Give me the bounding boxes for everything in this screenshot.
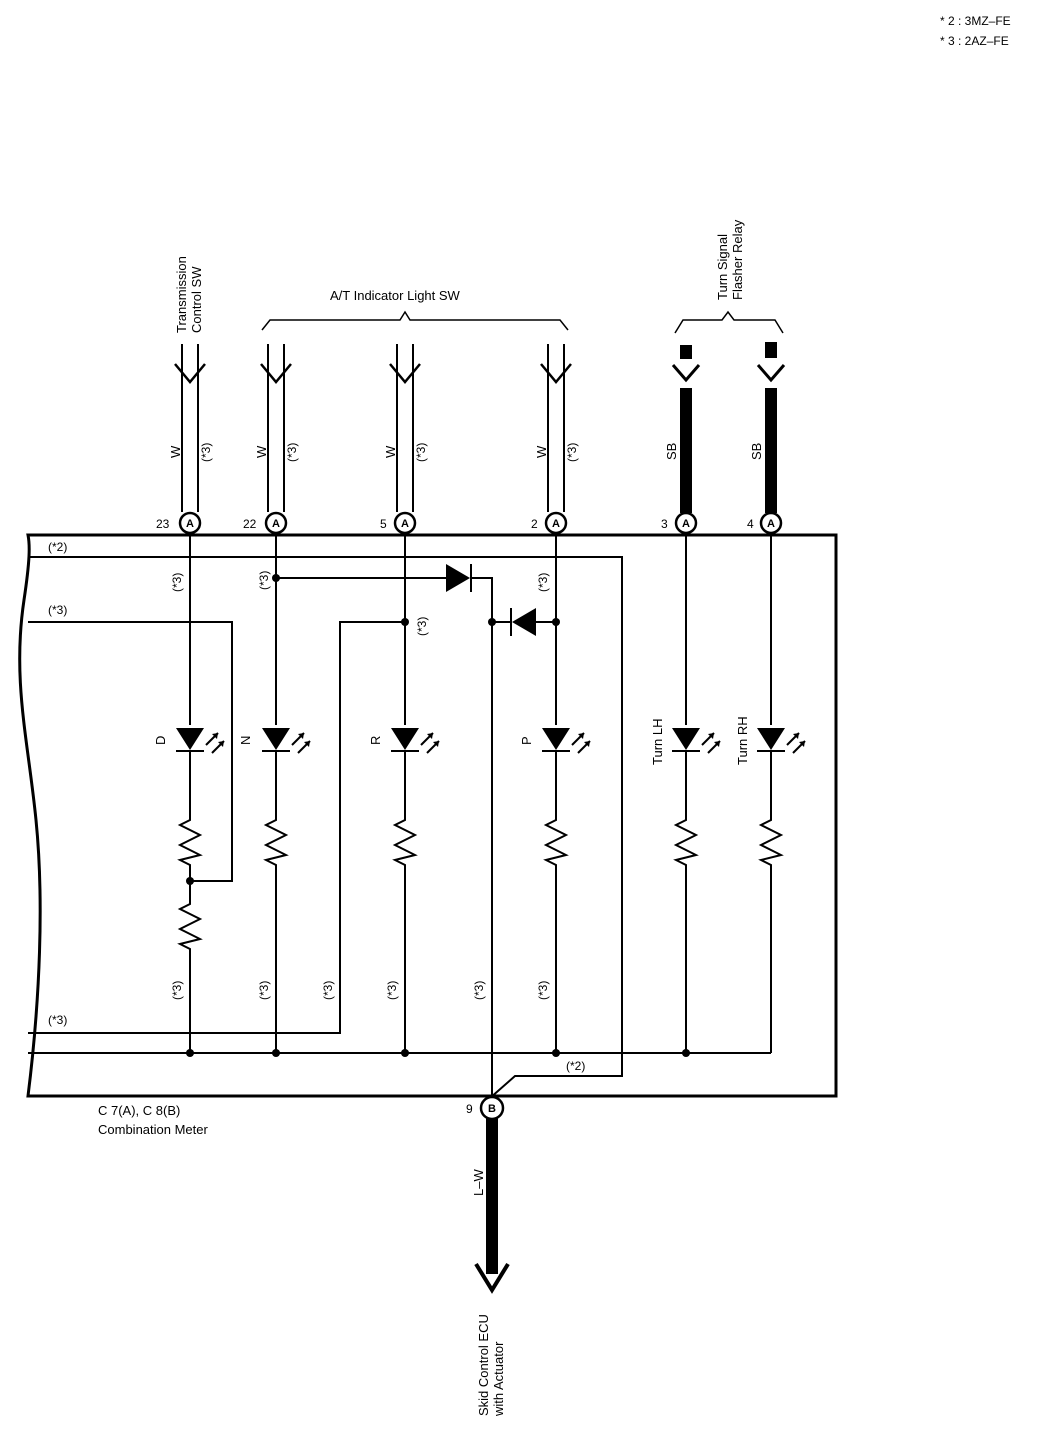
source-turn-signal-flasher-relay: Turn Signal Flasher Relay <box>715 219 745 300</box>
pin-5: A5 <box>380 511 417 535</box>
svg-text:(*3): (*3) <box>48 603 67 617</box>
svg-text:Control SW: Control SW <box>189 266 204 333</box>
svg-text:5: 5 <box>380 517 387 531</box>
source-transmission-control-sw: Transmission Control SW <box>174 256 204 333</box>
connector-pins-a: A23 A22 A5 A2 A3 A4 <box>156 511 783 535</box>
svg-text:(*3): (*3) <box>257 981 271 1000</box>
svg-text:W: W <box>254 445 269 458</box>
svg-text:3: 3 <box>661 517 668 531</box>
meter-name: Combination Meter <box>98 1122 208 1137</box>
svg-text:(*3): (*3) <box>414 443 428 462</box>
pin-2: A2 <box>531 511 568 535</box>
led-r: R <box>368 727 440 754</box>
output-pin-9: B 9 L–W <box>466 1095 510 1294</box>
svg-text:(*3): (*3) <box>285 443 299 462</box>
led-n: N <box>238 727 311 754</box>
svg-text:A: A <box>272 518 280 530</box>
svg-text:Turn LH: Turn LH <box>650 719 665 765</box>
pin-23: A 23 <box>156 511 202 535</box>
svg-text:(*2): (*2) <box>566 1059 585 1073</box>
svg-text:Turn RH: Turn RH <box>735 716 750 765</box>
svg-text:R: R <box>368 736 383 745</box>
svg-text:SB: SB <box>749 443 764 460</box>
svg-text:D: D <box>153 736 168 745</box>
svg-text:SB: SB <box>664 443 679 460</box>
meter-connector-name: C 7(A), C 8(B) <box>98 1103 180 1118</box>
svg-text:Flasher Relay: Flasher Relay <box>730 219 745 300</box>
internal-notes: (*2) (*3) (*3) (*2) (*3) (*3) (*3) (*3) … <box>48 540 585 1073</box>
svg-text:(*3): (*3) <box>536 981 550 1000</box>
note-3mz-fe: * 2 : 3MZ–FE <box>940 14 1011 28</box>
turn-signal-bracket <box>674 310 784 334</box>
svg-text:(*3): (*3) <box>415 617 429 636</box>
svg-text:A: A <box>767 518 775 530</box>
wire-bundle-sb <box>671 342 786 513</box>
led-p: P <box>519 727 591 754</box>
svg-text:9: 9 <box>466 1102 473 1116</box>
svg-text:(*3): (*3) <box>199 443 213 462</box>
svg-text:22: 22 <box>243 517 257 531</box>
led-turn-lh: Turn LH <box>650 719 721 765</box>
svg-text:W: W <box>534 445 549 458</box>
svg-text:P: P <box>519 736 534 745</box>
svg-text:(*3): (*3) <box>536 573 550 592</box>
svg-text:N: N <box>238 736 253 745</box>
svg-text:A: A <box>552 518 560 530</box>
svg-text:(*3): (*3) <box>257 571 271 590</box>
svg-text:A: A <box>401 518 409 530</box>
svg-text:2: 2 <box>531 517 538 531</box>
svg-text:W: W <box>383 445 398 458</box>
combination-meter-box <box>18 533 838 1098</box>
source-at-indicator-light-sw: A/T Indicator Light SW <box>330 288 461 303</box>
note-2az-fe: * 3 : 2AZ–FE <box>940 34 1009 48</box>
svg-text:(*3): (*3) <box>385 981 399 1000</box>
pin-3: A3 <box>661 511 698 535</box>
svg-text:(*3): (*3) <box>565 443 579 462</box>
svg-text:23: 23 <box>156 517 170 531</box>
internal-circuit <box>28 533 772 1099</box>
led-d: D <box>153 727 225 754</box>
svg-text:(*2): (*2) <box>48 540 67 554</box>
svg-text:B: B <box>488 1103 496 1115</box>
pin-4: A4 <box>747 511 783 535</box>
pin-22: A 22 <box>243 511 288 535</box>
svg-text:Skid Control ECU: Skid Control ECU <box>476 1314 491 1416</box>
svg-text:L–W: L–W <box>471 1169 486 1196</box>
destination-skid-control-ecu: Skid Control ECU with Actuator <box>476 1314 506 1417</box>
led-turn-rh: Turn RH <box>735 716 806 765</box>
svg-text:A: A <box>682 518 690 530</box>
at-indicator-bracket <box>261 310 569 331</box>
svg-text:Turn Signal: Turn Signal <box>715 234 730 300</box>
wire-labels: W (*3) W (*3) W (*3) W (*3) SB SB <box>168 443 764 462</box>
svg-text:W: W <box>168 445 183 458</box>
indicator-leds: D N R P Turn LH Turn RH <box>153 716 806 765</box>
svg-text:(*3): (*3) <box>170 573 184 592</box>
svg-text:(*3): (*3) <box>48 1013 67 1027</box>
svg-text:(*3): (*3) <box>472 981 486 1000</box>
wire-bundle-w <box>173 342 573 512</box>
svg-text:Transmission: Transmission <box>174 256 189 333</box>
svg-text:with Actuator: with Actuator <box>491 1341 506 1417</box>
svg-text:(*3): (*3) <box>170 981 184 1000</box>
svg-text:(*3): (*3) <box>321 981 335 1000</box>
svg-text:A: A <box>186 518 194 530</box>
svg-text:4: 4 <box>747 517 754 531</box>
resistors <box>179 811 782 953</box>
